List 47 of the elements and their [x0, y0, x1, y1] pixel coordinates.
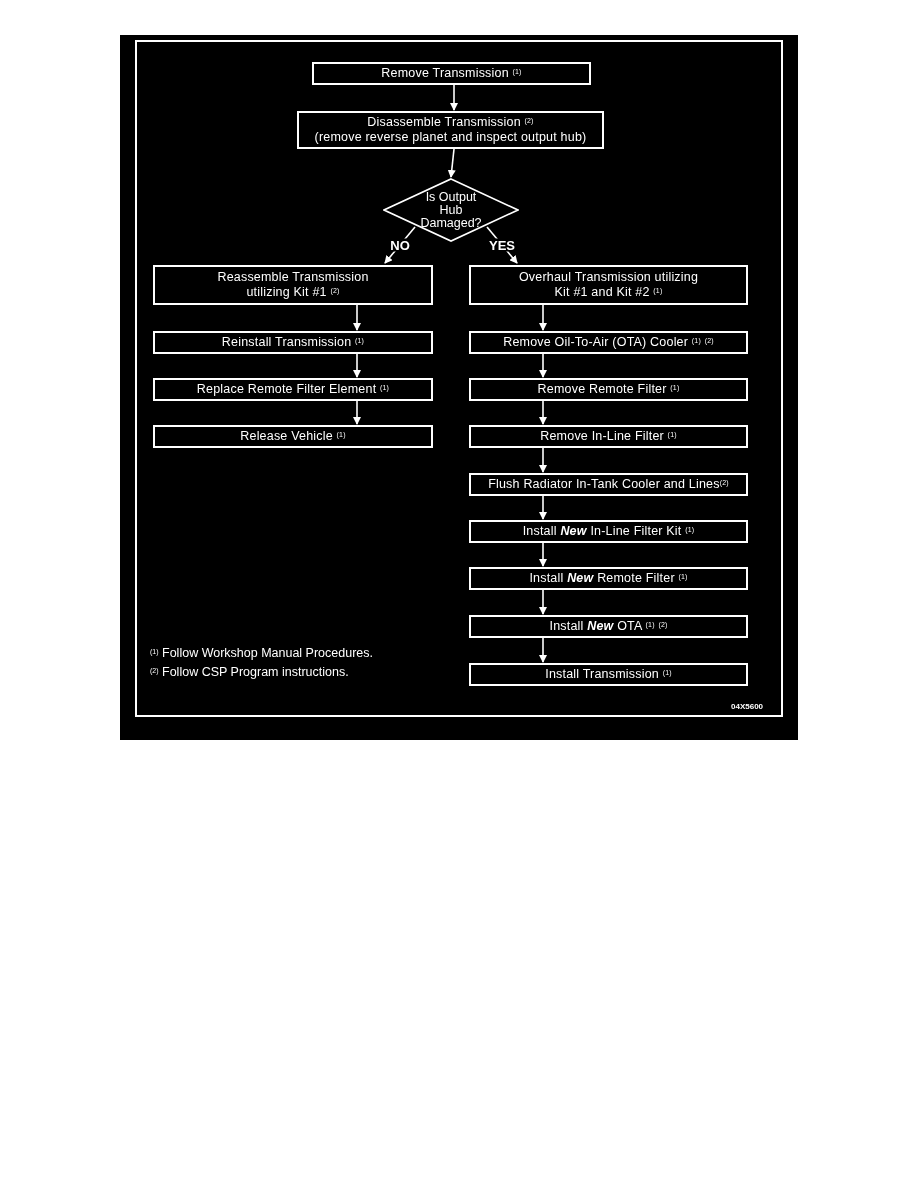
process-box: [469, 265, 748, 305]
step-text: Reinstall Transmission $^{(1)}$: [221, 335, 365, 350]
arrow: [450, 84, 458, 111]
footnote: $^{(2)}$ Follow CSP Program instructions.: [150, 664, 349, 681]
step-text: Install New Remote Filter $^{(1)}$: [529, 571, 688, 586]
footnote: $^{(1)}$ Follow Workshop Manual Procedures.: [150, 645, 373, 662]
arrow: [539, 637, 547, 663]
step-text: Reassemble Transmission utilizing Kit #1 $^{(2)}$: [216, 270, 370, 300]
arrow: [539, 495, 547, 520]
process-box: [469, 473, 748, 496]
step-text: Flush Radiator In-Tank Cooler and Lines$^{(2)}$: [488, 477, 729, 492]
arrow: [539, 353, 547, 378]
arrow: [447, 148, 456, 178]
step-text: Install Transmission $^{(1)}$: [545, 667, 672, 682]
process-box: [469, 520, 748, 543]
figure-code: 04X5600: [731, 701, 764, 713]
process-box: [469, 615, 748, 638]
step-text: Remove In-Line Filter $^{(1)}$: [540, 429, 677, 444]
process-box: [153, 265, 433, 305]
step-text: Install New In-Line Filter Kit $^{(1)}$: [522, 524, 695, 539]
arrow: [539, 542, 547, 567]
process-box: [153, 331, 433, 354]
process-box: [469, 425, 748, 448]
step-text: Disassemble Transmission $^{(2)}$: [367, 115, 534, 130]
process-box: [312, 62, 591, 85]
decision-diamond: [383, 178, 519, 242]
arrow: [353, 400, 361, 425]
step-text: Remove Remote Filter $^{(1)}$: [537, 382, 680, 397]
arrow: [539, 304, 547, 331]
process-box: [469, 567, 748, 590]
arrow: [539, 589, 547, 615]
arrow: [353, 353, 361, 378]
arrow: [539, 400, 547, 425]
arrow: [353, 304, 361, 331]
step-text: Replace Remote Filter Element $^{(1)}$: [196, 382, 390, 397]
step-text: Remove Transmission $^{(1)}$: [381, 66, 522, 81]
process-box: [469, 378, 748, 401]
step-text: (remove reverse planet and inspect output hub): [314, 130, 587, 145]
decision-text: Is Output Hub Damaged?: [419, 190, 483, 230]
step-text: Release Vehicle $^{(1)}$: [240, 429, 346, 444]
process-box: [153, 425, 433, 448]
process-box: [297, 111, 604, 149]
process-box: [469, 331, 748, 354]
step-text: Overhaul Transmission utilizing Kit #1 and Kit #2 $^{(1)}$: [517, 270, 700, 300]
arrow: [539, 447, 547, 473]
process-box: [469, 663, 748, 686]
process-box: [153, 378, 433, 401]
